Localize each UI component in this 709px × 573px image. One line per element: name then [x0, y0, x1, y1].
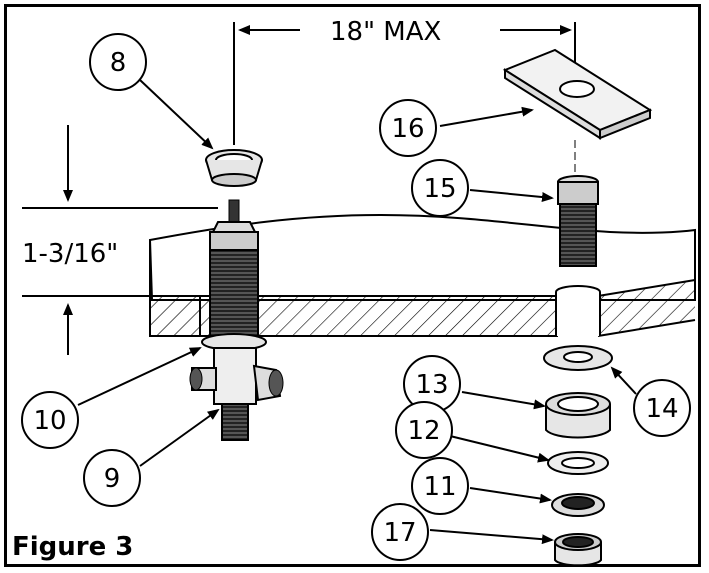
callout-circle-9 — [83, 449, 141, 507]
dimension-18-max: 18" MAX — [233, 17, 576, 145]
part-13-nut — [545, 392, 611, 439]
part-8-escutcheon — [205, 149, 263, 187]
callout-circle-16 — [379, 99, 437, 157]
dimension-height: 1-3/16" — [22, 125, 218, 355]
part-14-washer — [543, 345, 613, 371]
figure-border — [4, 4, 701, 567]
callouts — [21, 33, 691, 561]
dimension-label-height: 1-3/16" — [22, 239, 118, 269]
callout-label-9: 9 — [104, 464, 121, 494]
callout-label-15: 15 — [423, 174, 456, 204]
callout-circle-12 — [395, 401, 453, 459]
part-16-plate — [502, 48, 653, 140]
callout-circle-10 — [21, 391, 79, 449]
callout-label-11: 11 — [423, 472, 456, 502]
callout-label-10: 10 — [33, 406, 66, 436]
callout-circle-17 — [371, 503, 429, 561]
callout-label-12: 12 — [407, 416, 440, 446]
callout-circle-14 — [633, 379, 691, 437]
part-12-washer — [547, 451, 609, 475]
callout-circle-11 — [411, 457, 469, 515]
callout-label-16: 16 — [391, 114, 424, 144]
dimension-label-max: 18" MAX — [330, 17, 441, 47]
valve-assembly — [189, 149, 284, 441]
callout-label-17: 17 — [383, 518, 416, 548]
callout-labels: 8 16 15 10 9 13 14 12 11 17 — [33, 48, 678, 548]
part-11-ring — [551, 493, 605, 517]
callout-label-13: 13 — [415, 370, 448, 400]
part-17-cap — [554, 533, 602, 567]
right-outlet — [252, 364, 284, 402]
part-9-inlet — [221, 403, 249, 441]
callout-circle-8 — [89, 33, 147, 91]
leader-lines — [77, 79, 637, 545]
callout-circle-15 — [411, 159, 469, 217]
part-15-shank — [557, 175, 599, 267]
callout-label-14: 14 — [645, 394, 678, 424]
left-outlet — [189, 367, 217, 391]
figure-caption: Figure 3 — [12, 532, 134, 562]
spout-assembly — [502, 48, 653, 567]
callout-label-8: 8 — [110, 48, 127, 78]
